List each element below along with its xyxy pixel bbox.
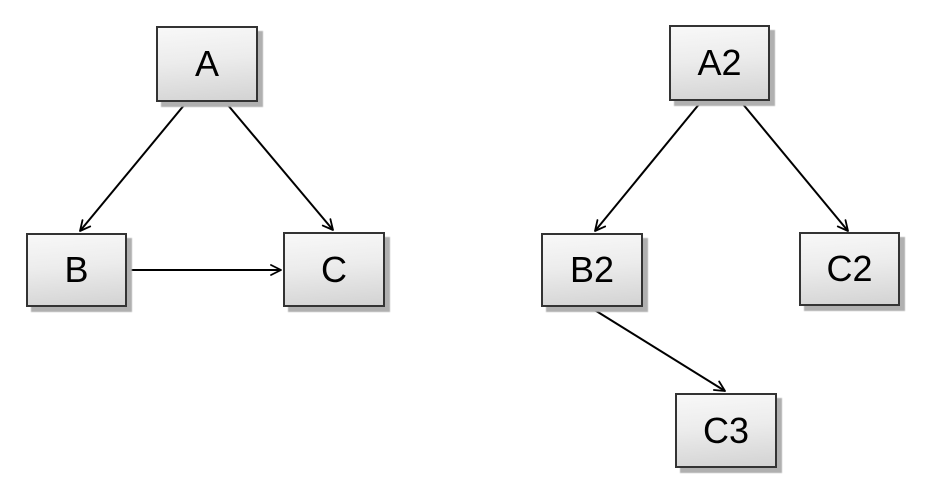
node-label-C3: C3 [702, 409, 750, 451]
node-C3[interactable]: C3 [675, 393, 777, 468]
edge-A-to-B [79, 103, 186, 232]
edge-A2-to-B2 [594, 102, 701, 232]
node-B2[interactable]: B2 [541, 233, 643, 307]
edges-group [79, 102, 849, 392]
edge-A-to-C [226, 103, 334, 231]
node-C[interactable]: C [283, 232, 385, 307]
node-A2[interactable]: A2 [669, 25, 770, 101]
node-label-B2: B2 [569, 249, 615, 290]
node-C2[interactable]: C2 [799, 232, 900, 306]
node-label-C: C [321, 248, 347, 290]
node-A[interactable]: A [156, 26, 258, 102]
edge-B2-to-C3 [592, 308, 726, 392]
edge-A2-to-C2 [741, 102, 849, 232]
node-label-B: B [64, 249, 89, 290]
node-label-C2: C2 [826, 248, 873, 289]
node-B[interactable]: B [26, 233, 127, 307]
node-label-A2: A2 [697, 42, 742, 83]
node-label-A: A [194, 43, 219, 84]
